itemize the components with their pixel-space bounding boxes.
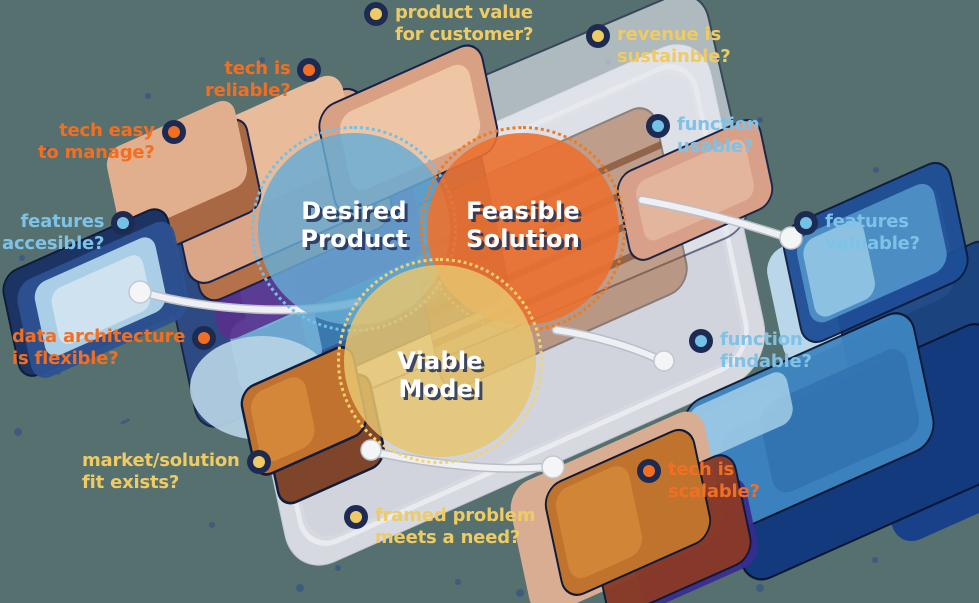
venn-circle-viable-model: Viable Model bbox=[337, 258, 543, 464]
bullet-dot-icon bbox=[297, 58, 322, 82]
bullet-dot-icon bbox=[637, 459, 661, 483]
connector-balls bbox=[128, 226, 803, 479]
venn-fill bbox=[344, 265, 536, 457]
venn-label-desired-product: Desired Product bbox=[300, 197, 408, 253]
card-cluster-bottom bbox=[510, 411, 758, 603]
bullet-dot-icon bbox=[689, 329, 713, 353]
bullet-dot-icon bbox=[794, 211, 818, 235]
bullet-dot-icon bbox=[586, 24, 610, 48]
venn-label-feasible-solution: Feasible Solution bbox=[466, 197, 580, 253]
connector-cables bbox=[141, 195, 791, 473]
bullet-dot-icon bbox=[246, 450, 271, 474]
bullet-dot-icon bbox=[161, 120, 186, 144]
bullet-dot-icon bbox=[192, 326, 217, 350]
bullet-dot-icon bbox=[364, 2, 388, 26]
bullet-dot-icon bbox=[111, 211, 136, 235]
bullet-dot-icon bbox=[344, 505, 368, 529]
bullet-dot-icon bbox=[646, 114, 670, 138]
card-cluster-left bbox=[2, 208, 189, 378]
venn-label-viable-model: Viable Model bbox=[397, 347, 483, 403]
